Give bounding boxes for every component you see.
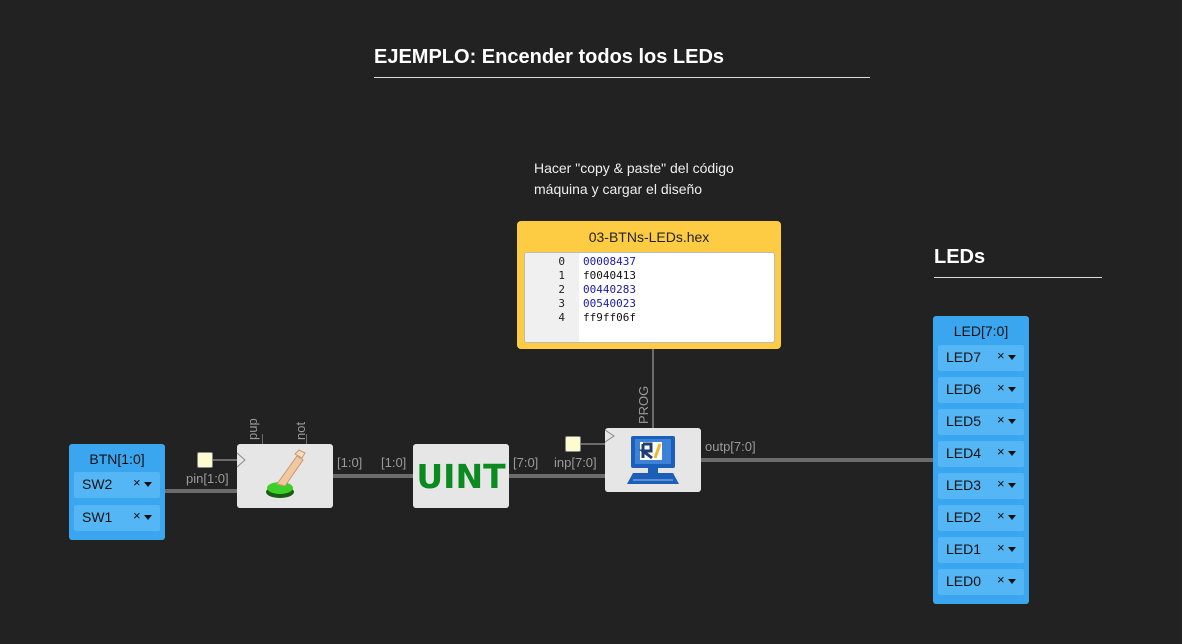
label-uint-out: [7:0] xyxy=(513,455,539,470)
wire-const-to-cpu xyxy=(580,443,605,445)
uint-block[interactable]: UINT xyxy=(413,444,509,508)
chevron-down-icon[interactable] xyxy=(1008,387,1016,392)
chevron-down-icon[interactable] xyxy=(144,482,152,487)
memory-block[interactable]: 03-BTNs-LEDs.hex 0 00008437 1 f0040413 2… xyxy=(517,221,781,349)
chevron-down-icon[interactable] xyxy=(1008,451,1016,456)
wire-not xyxy=(306,434,307,444)
line-number: 3 xyxy=(558,297,565,310)
clear-icon[interactable]: × xyxy=(133,475,141,490)
pin-label: LED3 xyxy=(946,477,982,493)
pin-label: LED0 xyxy=(946,573,982,589)
clear-icon[interactable]: × xyxy=(997,380,1005,395)
riscv-computer-icon xyxy=(604,429,679,484)
memory-editor[interactable]: 0 00008437 1 f0040413 2 00440283 3 00540… xyxy=(524,252,775,343)
chevron-down-icon[interactable] xyxy=(1008,483,1016,488)
pin-select-led5[interactable]: LED5 × xyxy=(938,409,1024,435)
pin-select-led6[interactable]: LED6 × xyxy=(938,377,1024,403)
line-number: 0 xyxy=(558,255,565,268)
pin-select-sw1[interactable]: SW1 × xyxy=(74,505,160,531)
code-line[interactable]: f0040413 xyxy=(583,269,636,282)
code-line[interactable]: 00540023 xyxy=(583,297,636,310)
label-not: not xyxy=(293,421,308,440)
wire-const-to-button xyxy=(212,459,238,461)
constant-cpu-param[interactable] xyxy=(565,436,581,452)
title-underline xyxy=(374,77,870,78)
label-button-out: [1:0] xyxy=(337,455,363,470)
output-port-header: LED[7:0] xyxy=(953,323,1009,339)
input-port-header: BTN[1:0] xyxy=(89,451,145,467)
output-port-led[interactable]: LED[7:0] LED7 × LED6 × LED5 × LED4 × LED… xyxy=(933,316,1029,604)
wire-btn-to-button xyxy=(165,489,238,493)
code-line[interactable]: ff9ff06f xyxy=(583,311,636,324)
wire-memory-to-cpu xyxy=(652,348,654,430)
pin-label: LED7 xyxy=(946,349,982,365)
label-uint-in: [1:0] xyxy=(381,455,407,470)
label-pup: pup xyxy=(245,418,260,440)
pin-label: LED5 xyxy=(946,413,982,429)
line-number: 2 xyxy=(558,283,565,296)
input-port-btn[interactable]: BTN[1:0] SW2 × SW1 × xyxy=(69,444,165,540)
clear-icon[interactable]: × xyxy=(997,476,1005,491)
wire-uint-to-cpu xyxy=(509,474,605,478)
label-cpu-in: inp[7:0] xyxy=(554,455,597,470)
pin-select-led0[interactable]: LED0 × xyxy=(938,569,1024,595)
clear-icon[interactable]: × xyxy=(997,540,1005,555)
pin-label: LED4 xyxy=(946,445,982,461)
chevron-down-icon[interactable] xyxy=(1008,515,1016,520)
instruction-note: Hacer "copy & paste" del código máquina … xyxy=(534,160,734,197)
pin-label: SW1 xyxy=(82,509,113,525)
line-number: 4 xyxy=(558,311,565,324)
pin-select-led3[interactable]: LED3 × xyxy=(938,473,1024,499)
memory-filename: 03-BTNs-LEDs.hex xyxy=(588,229,710,245)
pin-select-sw2[interactable]: SW2 × xyxy=(74,472,160,498)
uint-label: UINT xyxy=(416,457,506,496)
pin-label: LED1 xyxy=(946,541,982,557)
code-line[interactable]: 00440283 xyxy=(583,283,636,296)
cpu-block[interactable] xyxy=(604,428,701,492)
leds-underline xyxy=(934,277,1102,278)
chevron-down-icon[interactable] xyxy=(1008,355,1016,360)
leds-heading: LEDs xyxy=(934,246,986,268)
code-line[interactable]: 00008437 xyxy=(583,255,636,268)
pin-select-led4[interactable]: LED4 × xyxy=(938,441,1024,467)
chevron-down-icon[interactable] xyxy=(144,515,152,520)
pin-select-led2[interactable]: LED2 × xyxy=(938,505,1024,531)
label-prog: PROG xyxy=(636,385,651,424)
clear-icon[interactable]: × xyxy=(997,444,1005,459)
pin-select-led7[interactable]: LED7 × xyxy=(938,345,1024,371)
chevron-down-icon[interactable] xyxy=(1008,547,1016,552)
label-cpu-out: outp[7:0] xyxy=(705,439,756,454)
pin-label: SW2 xyxy=(82,476,113,492)
page-title: EJEMPLO: Encender todos los LEDs xyxy=(374,46,725,68)
clear-icon[interactable]: × xyxy=(997,348,1005,363)
clear-icon[interactable]: × xyxy=(997,412,1005,427)
wire-pup xyxy=(262,434,263,444)
clear-icon[interactable]: × xyxy=(997,572,1005,587)
pin-select-led1[interactable]: LED1 × xyxy=(938,537,1024,563)
clear-icon[interactable]: × xyxy=(133,508,141,523)
push-button-icon xyxy=(266,449,306,498)
clock-port-marker xyxy=(237,452,246,468)
line-number-gutter xyxy=(525,253,579,342)
constant-button-param[interactable] xyxy=(197,452,213,468)
chevron-down-icon[interactable] xyxy=(1008,419,1016,424)
wire-cpu-to-leds xyxy=(701,458,933,462)
clear-icon[interactable]: × xyxy=(997,508,1005,523)
pin-label: LED2 xyxy=(946,509,982,525)
button-block[interactable] xyxy=(237,444,333,508)
wire-button-to-uint xyxy=(333,474,413,478)
chevron-down-icon[interactable] xyxy=(1008,579,1016,584)
label-pin: pin[1:0] xyxy=(186,471,229,486)
line-number: 1 xyxy=(558,269,565,282)
pin-label: LED6 xyxy=(946,381,982,397)
